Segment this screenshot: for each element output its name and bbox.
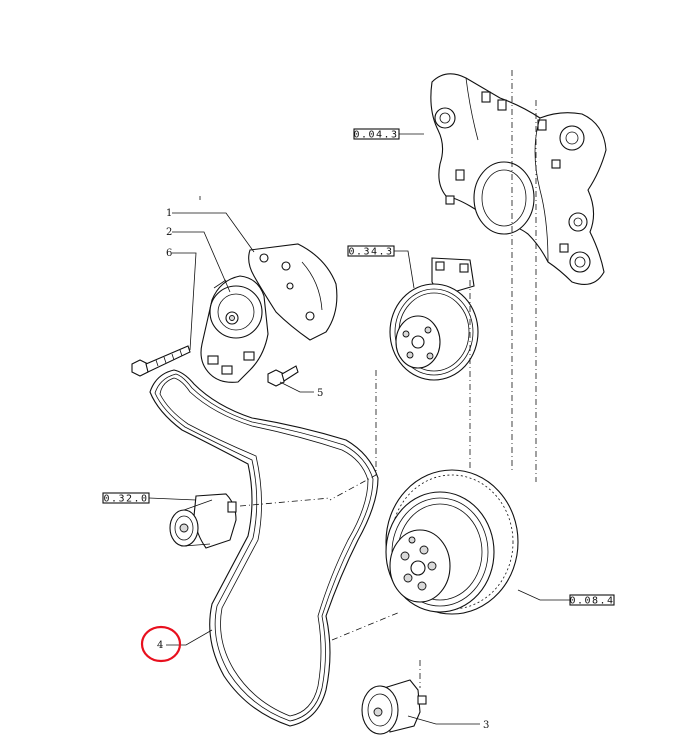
- idler-roller: [361, 679, 427, 735]
- svg-text:0.32.0: 0.32.0: [103, 494, 148, 505]
- callout-6[interactable]: 6: [166, 248, 197, 351]
- ref-tag-timing-cover[interactable]: 0.04.3: [353, 128, 424, 141]
- svg-text:4: 4: [157, 640, 163, 651]
- timing-cover: [430, 73, 607, 285]
- ref-tag-idler-pulley[interactable]: 0.32.0: [102, 492, 197, 505]
- svg-text:3: 3: [483, 720, 489, 731]
- water-pump: [389, 257, 479, 381]
- svg-text:0.34.3: 0.34.3: [348, 247, 393, 258]
- callout-2[interactable]: 2: [166, 227, 231, 293]
- ref-tag-crankshaft-pulley[interactable]: 0.08.4: [517, 589, 615, 607]
- callout-4[interactable]: 4: [140, 625, 213, 663]
- svg-text:1: 1: [166, 208, 172, 219]
- crankshaft-pulley: [385, 469, 519, 615]
- ref-tag-water-pump[interactable]: 0.34.3: [347, 245, 415, 289]
- svg-text:6: 6: [166, 248, 172, 259]
- bolt-short: [267, 365, 299, 387]
- tensioner-bracket: [248, 243, 338, 341]
- serpentine-belt: [149, 369, 379, 727]
- bolt-long: [131, 345, 191, 377]
- belt-tensioner: [200, 275, 269, 383]
- callout-1[interactable]: 1: [166, 208, 255, 253]
- svg-text:0.08.4: 0.08.4: [569, 596, 614, 607]
- alignment-lines: [199, 70, 537, 688]
- svg-text:5: 5: [317, 388, 323, 399]
- svg-text:0.04.3: 0.04.3: [353, 130, 398, 141]
- svg-text:2: 2: [166, 227, 172, 238]
- idler-pulley: [169, 493, 237, 549]
- callout-5[interactable]: 5: [279, 381, 323, 399]
- callout-3[interactable]: 3: [407, 715, 489, 731]
- highlight-circle: [140, 625, 182, 663]
